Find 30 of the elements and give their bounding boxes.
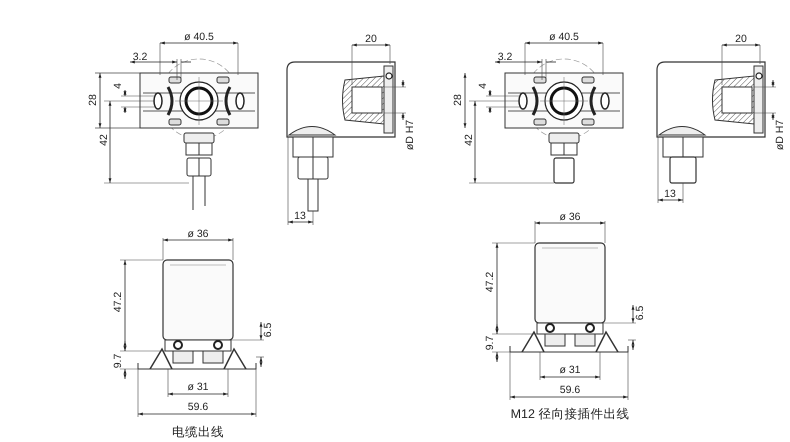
dimension-value: ø 40.5 (184, 32, 214, 42)
dimension-value: ø 31 (188, 382, 208, 392)
dimension-value: 3.2 (498, 52, 512, 62)
dimension-value: 47.2 (112, 292, 124, 312)
dimension-value: 9.7 (484, 336, 496, 350)
dimension-value: 4 (478, 83, 488, 89)
dimension-value: øD H7 (774, 120, 786, 150)
dimension-value: 3.2 (132, 52, 148, 62)
dimension-value: 28 (88, 94, 98, 106)
view-caption: M12 径向接插件出线 (510, 408, 630, 420)
dimension-value: 9.7 (112, 354, 124, 368)
dimension-value: 59.6 (560, 384, 580, 396)
dimension-value: ø 36 (560, 212, 580, 222)
dimension-value: ø 31 (560, 364, 580, 376)
dimension-value: 42 (98, 134, 110, 146)
dimension-value: 6.5 (634, 306, 646, 320)
dimension-value: ø 36 (188, 228, 208, 240)
dimension-value: 59.6 (188, 402, 208, 412)
dimension-value: 13 (664, 188, 676, 200)
dimension-value: 20 (365, 34, 377, 44)
dimension-value: 28 (452, 94, 464, 106)
dimension-value: øD H7 (404, 120, 416, 150)
view-caption: 电缆出线 (172, 426, 224, 438)
dimension-value: ø 40.5 (549, 32, 579, 42)
dimension-value: 13 (294, 210, 306, 222)
dimension-value: 20 (735, 34, 747, 44)
dimension-value: 4 (112, 83, 124, 89)
dimension-value: 6.5 (262, 322, 274, 338)
dimension-value: 47.2 (484, 272, 496, 292)
dimension-value: 42 (464, 134, 474, 146)
